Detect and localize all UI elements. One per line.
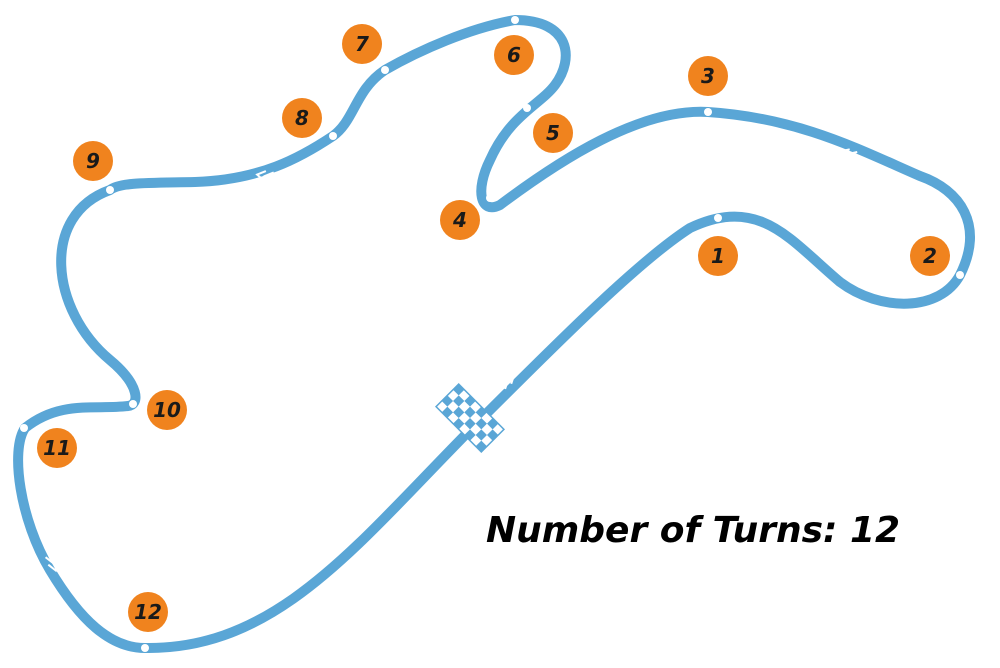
turn-marker-3: 3 xyxy=(688,56,728,96)
turn-marker-circle xyxy=(494,35,534,75)
race-track xyxy=(13,15,975,654)
turn-label: 5 xyxy=(546,121,560,145)
turn-marker-circle xyxy=(440,200,480,240)
checkered-flag-icon xyxy=(434,382,506,454)
turn-marker-circle xyxy=(147,390,187,430)
turn-marker-circle xyxy=(128,592,168,632)
track-dot-6 xyxy=(511,16,519,24)
turn-marker-4: 4 xyxy=(440,200,480,240)
turn-marker-11: 11 xyxy=(37,428,77,468)
track-dot-3 xyxy=(704,108,712,116)
turn-marker-circle xyxy=(688,56,728,96)
track-dot-1 xyxy=(714,214,722,222)
turn-marker-10: 10 xyxy=(147,390,187,430)
turn-marker-circle xyxy=(73,141,113,181)
turn-marker-circle xyxy=(342,24,382,64)
turn-label: 9 xyxy=(86,149,100,173)
turn-label: 6 xyxy=(507,43,521,67)
track-dot-4 xyxy=(486,194,494,202)
turn-marker-12: 12 xyxy=(128,592,168,632)
track-dot-5 xyxy=(523,104,531,112)
turn-marker-7: 7 xyxy=(342,24,382,64)
track-dot-12 xyxy=(141,644,149,652)
track-dot-7 xyxy=(381,66,389,74)
turn-label: 1 xyxy=(711,244,725,268)
turn-label: 10 xyxy=(153,398,181,422)
turn-label: 7 xyxy=(355,32,369,56)
track-dot-9 xyxy=(106,186,114,194)
track-dot-11 xyxy=(20,424,28,432)
turn-label: 11 xyxy=(43,436,71,460)
track-dot-10 xyxy=(129,400,137,408)
track-dot-2 xyxy=(956,271,964,279)
turn-marker-circle xyxy=(533,113,573,153)
track-dots xyxy=(20,16,964,652)
direction-arrow-icon xyxy=(44,553,59,573)
turn-label: 8 xyxy=(295,106,309,130)
turn-marker-circle xyxy=(282,98,322,138)
turn-marker-circle xyxy=(698,236,738,276)
turn-marker-5: 5 xyxy=(533,113,573,153)
direction-arrow-icon xyxy=(498,373,516,390)
turn-label: 3 xyxy=(701,64,715,88)
turn-marker-circle xyxy=(37,428,77,468)
direction-arrow-icon xyxy=(838,148,858,163)
turn-marker-6: 6 xyxy=(494,35,534,75)
turn-marker-1: 1 xyxy=(698,236,738,276)
turn-count-title: Number of Turns: 12 xyxy=(486,510,900,551)
turn-marker-circle xyxy=(910,236,950,276)
turn-marker-9: 9 xyxy=(73,141,113,181)
turn-label: 4 xyxy=(452,208,467,232)
track-dot-8 xyxy=(329,132,337,140)
turn-label: 12 xyxy=(134,600,162,624)
turn-marker-8: 8 xyxy=(282,98,322,138)
turn-marker-2: 2 xyxy=(910,236,950,276)
direction-arrow-icon xyxy=(255,170,275,184)
turn-label: 2 xyxy=(923,244,937,268)
